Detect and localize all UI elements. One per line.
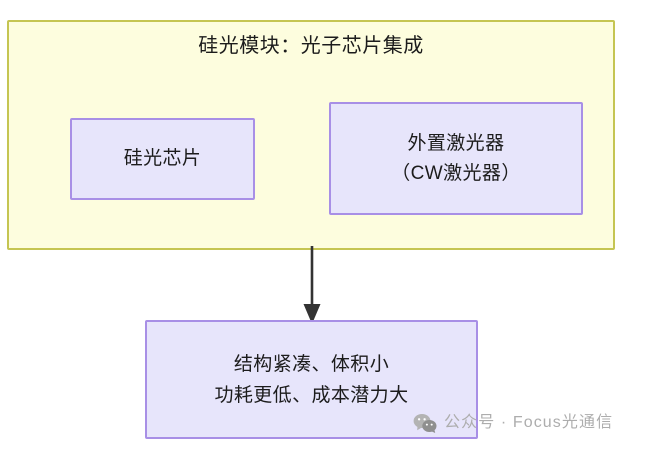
arrow-down-icon <box>303 246 321 324</box>
module-title: 硅光模块：光子芯片集成 <box>198 35 424 57</box>
wechat-icon <box>413 413 437 433</box>
node-silicon-photonics-chip-label: 硅光芯片 <box>123 148 202 169</box>
module-container: 硅光模块：光子芯片集成 硅光芯片 外置激光器 （CW激光器） <box>7 20 615 250</box>
watermark-text: 公众号 · Focus光通信 <box>444 414 614 431</box>
watermark: 公众号 · Focus光通信 <box>413 408 613 438</box>
node-external-laser[interactable]: 外置激光器 （CW激光器） <box>329 102 583 215</box>
node-silicon-photonics-chip[interactable]: 硅光芯片 <box>70 118 255 200</box>
node-external-laser-label: 外置激光器 （CW激光器） <box>391 132 521 184</box>
connector-arrow <box>292 246 332 326</box>
node-benefits-label: 结构紧凑、体积小 功耗更低、成本潜力大 <box>214 353 409 406</box>
